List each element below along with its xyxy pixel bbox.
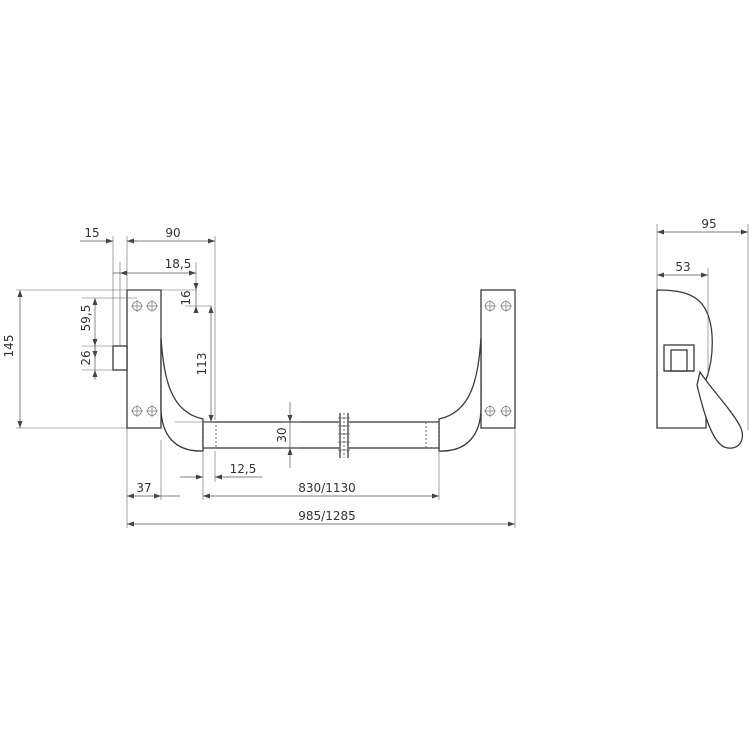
screw-hole-r4 xyxy=(500,405,512,417)
dim-12-5-label: 12,5 xyxy=(230,462,257,476)
dim-985-1285-label: 985/1285 xyxy=(298,509,356,523)
right-mounting-plate xyxy=(480,289,516,429)
dim-95-label: 95 xyxy=(701,217,716,231)
screw-hole-r1 xyxy=(484,300,496,312)
dim-30-label: 30 xyxy=(275,427,289,442)
dim-18-5-label: 18,5 xyxy=(165,257,192,271)
left-mounting-plate xyxy=(126,289,162,429)
screw-hole-l2 xyxy=(146,300,158,312)
screw-hole-r3 xyxy=(484,405,496,417)
right-push-arm xyxy=(438,337,482,452)
bar-cut-section xyxy=(338,413,350,458)
dim-59-5-label: 59,5 xyxy=(79,305,93,332)
screw-hole-r2 xyxy=(500,300,512,312)
dim-37-label: 37 xyxy=(136,481,151,495)
front-view-dimensions: 15 90 18,5 16 113 145 59,5 26 xyxy=(2,226,516,528)
dim-26-label: 26 xyxy=(79,350,93,365)
screw-hole-l3 xyxy=(131,405,143,417)
dim-90-label: 90 xyxy=(165,226,180,240)
dim-15-label: 15 xyxy=(84,226,99,240)
dim-53-label: 53 xyxy=(675,260,690,274)
left-bar-end-cap xyxy=(202,421,217,449)
dim-145-label: 145 xyxy=(2,335,16,358)
screw-hole-l4 xyxy=(146,405,158,417)
side-view-dimensions: 95 53 xyxy=(656,217,749,430)
side-latch-slot xyxy=(663,344,695,372)
screw-hole-l1 xyxy=(131,300,143,312)
push-bar xyxy=(202,421,440,449)
latch-bolt xyxy=(112,345,128,371)
side-push-lever xyxy=(696,370,744,449)
front-view xyxy=(112,289,516,458)
dim-16-label: 16 xyxy=(179,290,193,305)
dim-830-1130-label: 830/1130 xyxy=(298,481,356,495)
right-bar-end-cap xyxy=(425,421,440,449)
dim-113-label: 113 xyxy=(195,353,209,376)
side-view xyxy=(656,289,744,449)
